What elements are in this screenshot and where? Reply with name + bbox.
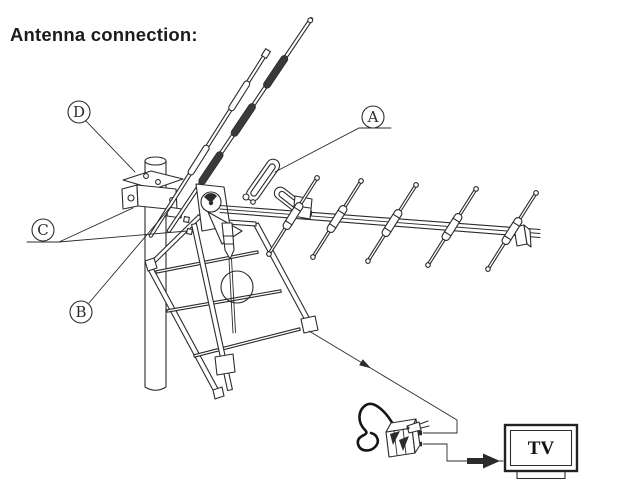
flow-arrow-icon <box>467 453 500 469</box>
grid-rail-cap <box>144 257 158 272</box>
mast-clamp <box>121 170 184 219</box>
feed-cable <box>221 222 236 334</box>
tv-label: TV <box>528 438 555 459</box>
bolt-head <box>183 216 190 223</box>
balun-transformer <box>356 402 430 458</box>
director-element <box>425 186 479 268</box>
plug <box>406 421 422 434</box>
callout-circle <box>67 100 91 124</box>
callout-b: B <box>69 300 93 324</box>
tv-set: TV <box>503 423 579 480</box>
callout-c: C <box>31 218 55 242</box>
folded-dipole <box>242 158 313 220</box>
dipole-loop <box>245 158 281 202</box>
grid-rail <box>253 222 315 330</box>
grid-foot <box>214 353 236 376</box>
vhf-elements <box>148 17 314 238</box>
director-elements <box>266 175 539 272</box>
reflector-grid <box>144 214 319 400</box>
tv-screen <box>509 429 573 467</box>
callout-letter: D <box>73 103 85 121</box>
clamp-screw <box>155 179 161 185</box>
rod-sleeve <box>263 55 289 89</box>
boom-end-bracket <box>523 224 532 248</box>
callout-circle <box>69 300 93 324</box>
cable-loop-circle <box>220 270 254 304</box>
leader-line-c <box>26 207 188 243</box>
grid-rail <box>191 222 233 392</box>
wing-nut <box>242 193 250 201</box>
rod-tip <box>307 17 314 24</box>
terminal-dot <box>417 430 422 436</box>
callouts: A B C D <box>31 100 385 324</box>
leader-line-a <box>274 127 392 173</box>
callout-letter: B <box>75 303 86 321</box>
callout-letter: C <box>37 221 48 239</box>
rod-end-cap <box>260 48 272 60</box>
vhf-rod <box>166 17 314 233</box>
grid-rung <box>166 289 282 313</box>
director-element <box>310 178 364 260</box>
leader-line-b <box>88 203 174 304</box>
rod-sleeve <box>198 151 224 185</box>
director-element <box>485 190 539 272</box>
grid-rung <box>155 250 259 274</box>
mast-outline <box>144 160 167 391</box>
mast-pole <box>144 156 167 391</box>
cable-boot <box>221 222 235 260</box>
callout-letter: A <box>367 108 379 126</box>
callout-a: A <box>361 105 385 129</box>
grid-rung <box>193 327 301 358</box>
plug-prong <box>420 425 430 429</box>
flow-arrow-icon <box>359 359 372 369</box>
clamp-screw <box>143 173 149 179</box>
director-element <box>365 182 419 264</box>
plug-prong <box>419 420 429 425</box>
rod-sleeve <box>230 103 256 137</box>
bolt-head <box>186 228 193 235</box>
coiled-cable <box>356 402 397 452</box>
callout-circle <box>31 218 55 242</box>
mast-top-cap <box>144 156 167 166</box>
vhf-rod <box>148 48 272 238</box>
coax-run-line <box>308 330 458 434</box>
tv-stand <box>516 470 566 480</box>
page-title: Antenna connection: <box>10 24 198 45</box>
grid-rail-cap <box>212 386 225 400</box>
grid-rail-cap <box>300 315 319 334</box>
clamp-wing-nut <box>127 194 135 202</box>
callout-leaders <box>26 120 392 304</box>
bolt <box>250 199 256 205</box>
leader-line-d <box>85 120 136 173</box>
callout-circle <box>361 105 385 129</box>
director-element <box>266 175 320 257</box>
callout-d: D <box>67 100 91 124</box>
